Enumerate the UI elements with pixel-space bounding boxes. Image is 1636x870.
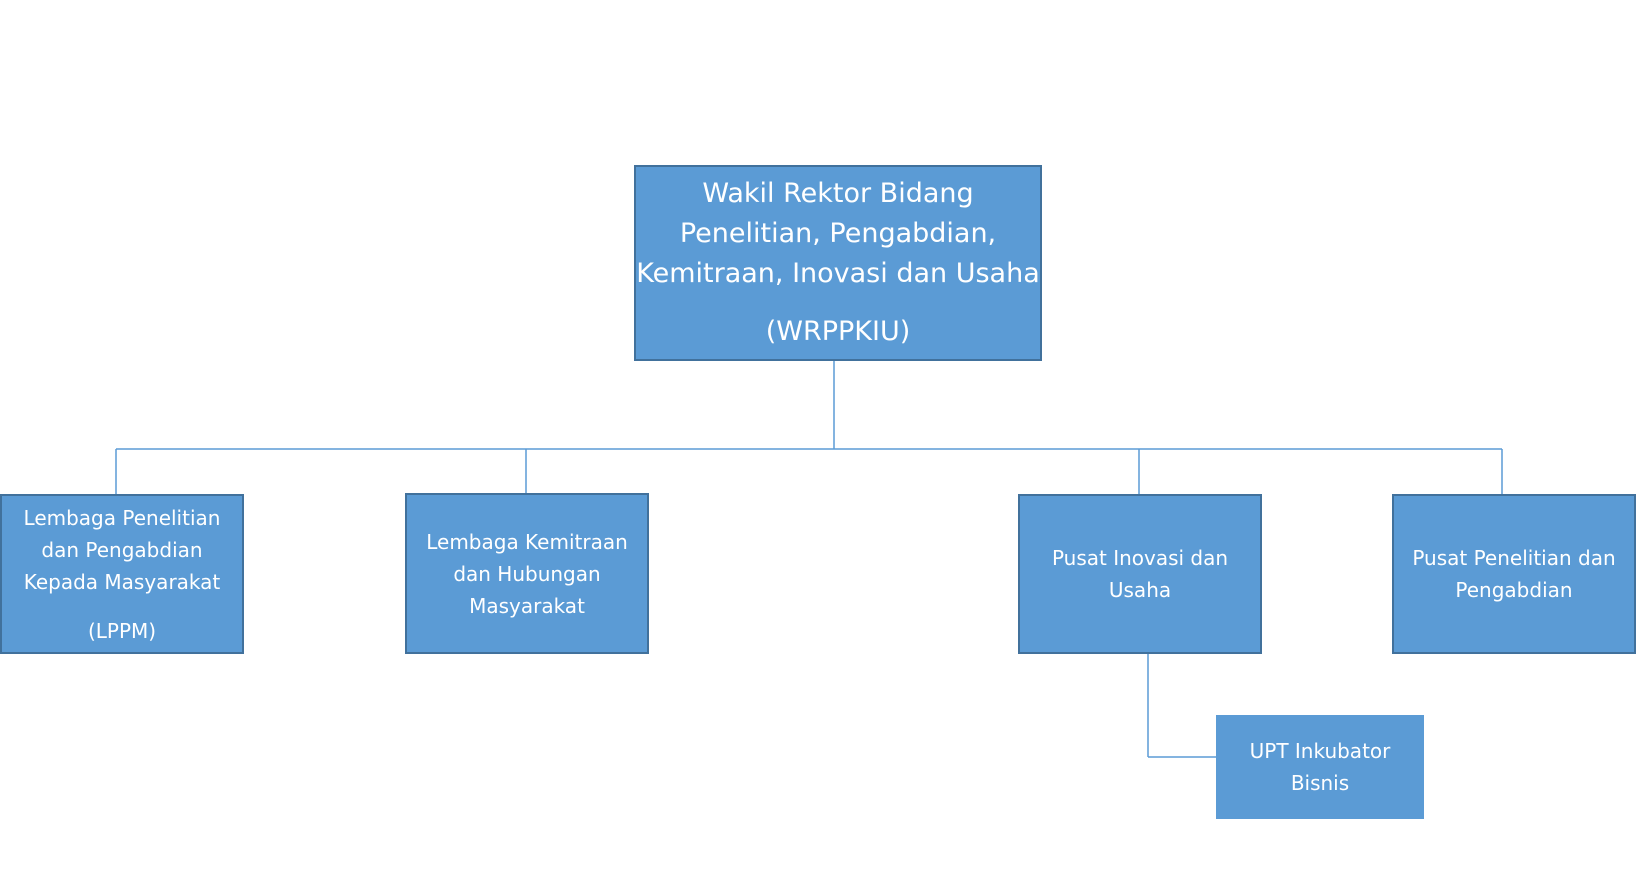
node-text: Pusat Penelitian dan [1412, 546, 1616, 570]
node-text: Pengabdian [1455, 578, 1573, 602]
node-abbreviation: (WRPPKIU) [765, 316, 911, 347]
node-text: Kepada Masyarakat [23, 569, 221, 594]
node-wrppkiu: Wakil Rektor Bidang Penelitian, Pengabdi… [634, 165, 1042, 361]
node-text: Usaha [1108, 578, 1172, 602]
node-text: Masyarakat [469, 593, 585, 618]
node-text: Lembaga Penelitian [23, 505, 221, 530]
node-text: dan Hubungan [453, 561, 601, 586]
node-text: dan Pengabdian [41, 537, 203, 562]
node-pusat-penelitian: Pusat Penelitian dan Pengabdian [1392, 494, 1636, 654]
node-text: Wakil Rektor Bidang [702, 178, 974, 209]
node-text: Penelitian, Pengabdian, [679, 218, 997, 249]
node-text: UPT Inkubator [1249, 739, 1391, 763]
node-text: Pusat Inovasi dan [1051, 546, 1229, 570]
node-text: Lembaga Kemitraan [426, 529, 628, 554]
node-abbreviation: (LPPM) [87, 618, 157, 643]
node-lembaga-kemitraan: Lembaga Kemitraan dan Hubungan Masyaraka… [405, 493, 649, 654]
node-text: Kemitraan, Inovasi dan Usaha [636, 258, 1040, 289]
node-lppm: Lembaga Penelitian dan Pengabdian Kepada… [0, 494, 244, 654]
node-pusat-inovasi: Pusat Inovasi dan Usaha [1018, 494, 1262, 654]
node-upt-inkubator: UPT Inkubator Bisnis [1216, 715, 1424, 819]
node-text: Bisnis [1290, 771, 1350, 795]
